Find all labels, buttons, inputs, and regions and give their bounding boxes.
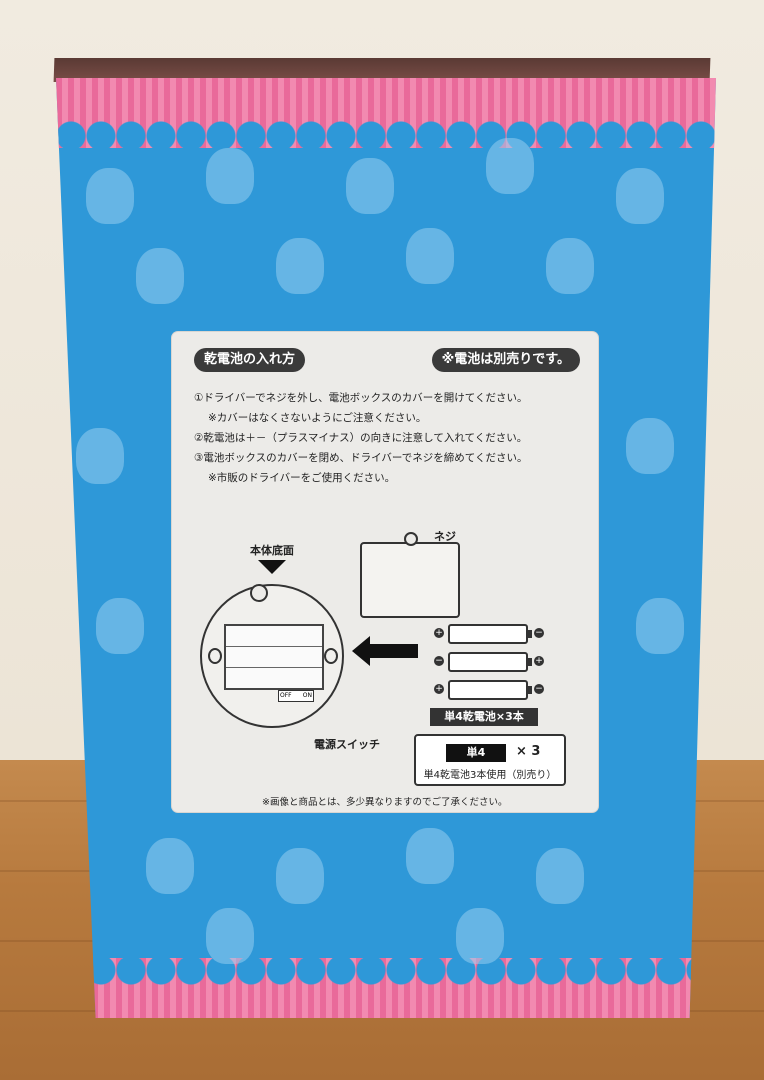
- battery-cell-icon: [448, 624, 532, 644]
- minus-icon: −: [434, 656, 444, 666]
- tooth-pattern-icon: [206, 148, 254, 204]
- step-1-note: ※カバーはなくさないようにご注意ください。: [208, 412, 427, 424]
- down-arrow-icon: [258, 560, 286, 574]
- battery-count: × 3: [516, 744, 541, 759]
- battery-compartment-diagram: [224, 624, 324, 690]
- step-2-text: ②乾電池は＋－（プラスマイナス）の向きに注意して入れてください。: [194, 432, 528, 444]
- power-switch-diagram: OFF ON: [278, 690, 314, 702]
- battery-cell-icon: [448, 680, 532, 700]
- tooth-pattern-icon: [406, 828, 454, 884]
- plus-icon: +: [534, 656, 544, 666]
- screw-hole-icon: [250, 584, 268, 602]
- plus-icon: +: [434, 628, 444, 638]
- screw-label: ネジ: [434, 530, 456, 543]
- battery-cell-icon: [448, 652, 532, 672]
- tooth-pattern-icon: [346, 158, 394, 214]
- battery-instruction-panel: 乾電池の入れ方 ※電池は別売りです。 ①ドライバーでネジを外し、電池ボックスのカ…: [172, 332, 598, 812]
- tooth-pattern-icon: [536, 848, 584, 904]
- step-1-text: ①ドライバーでネジを外し、電池ボックスのカバーを開けてください。: [194, 392, 528, 404]
- battery-size-chip: 単4: [446, 744, 506, 762]
- tooth-pattern-icon: [86, 168, 134, 224]
- tooth-pattern-icon: [276, 238, 324, 294]
- battery-type-banner: 単4乾電池×3本: [430, 708, 538, 726]
- minus-icon: −: [534, 684, 544, 694]
- tooth-pattern-icon: [616, 168, 664, 224]
- tooth-pattern-icon: [456, 908, 504, 964]
- tooth-pattern-icon: [276, 848, 324, 904]
- mount-hole-icon: [324, 648, 338, 664]
- tooth-pattern-icon: [486, 138, 534, 194]
- instructions-title: 乾電池の入れ方: [194, 348, 306, 372]
- bottom-view-label: 本体底面: [250, 544, 294, 557]
- battery-spec-note: 単4乾電池3本使用（別売り）: [423, 770, 557, 781]
- tooth-pattern-icon: [636, 598, 684, 654]
- tooth-pattern-icon: [76, 428, 124, 484]
- image-disclaimer: ※画像と商品とは、多少異なりますのでご了承ください。: [262, 797, 508, 808]
- step-3-text: ③電池ボックスのカバーを閉め、ドライバーでネジを締めてください。: [194, 452, 528, 464]
- tooth-pattern-icon: [626, 418, 674, 474]
- screw-icon: [404, 532, 418, 546]
- plus-icon: +: [434, 684, 444, 694]
- battery-cover-diagram: [360, 532, 460, 618]
- tooth-pattern-icon: [136, 248, 184, 304]
- battery-spec-box: 単4 × 3 単4乾電池3本使用（別売り）: [414, 734, 566, 786]
- lace-border-bottom: [56, 958, 716, 1018]
- tooth-pattern-icon: [96, 598, 144, 654]
- batteries-sold-separately-label: ※電池は別売りです。: [431, 348, 580, 372]
- tooth-pattern-icon: [206, 908, 254, 964]
- minus-icon: −: [534, 628, 544, 638]
- tooth-pattern-icon: [406, 228, 454, 284]
- step-3-note: ※市販のドライバーをご使用ください。: [208, 472, 396, 484]
- tooth-pattern-icon: [546, 238, 594, 294]
- power-switch-label: 電源スイッチ: [314, 738, 380, 751]
- insert-arrow-icon: [352, 636, 418, 666]
- lace-border-top: [56, 78, 716, 148]
- tooth-pattern-icon: [146, 838, 194, 894]
- product-bottom-diagram: OFF ON: [200, 584, 344, 728]
- mount-hole-icon: [208, 648, 222, 664]
